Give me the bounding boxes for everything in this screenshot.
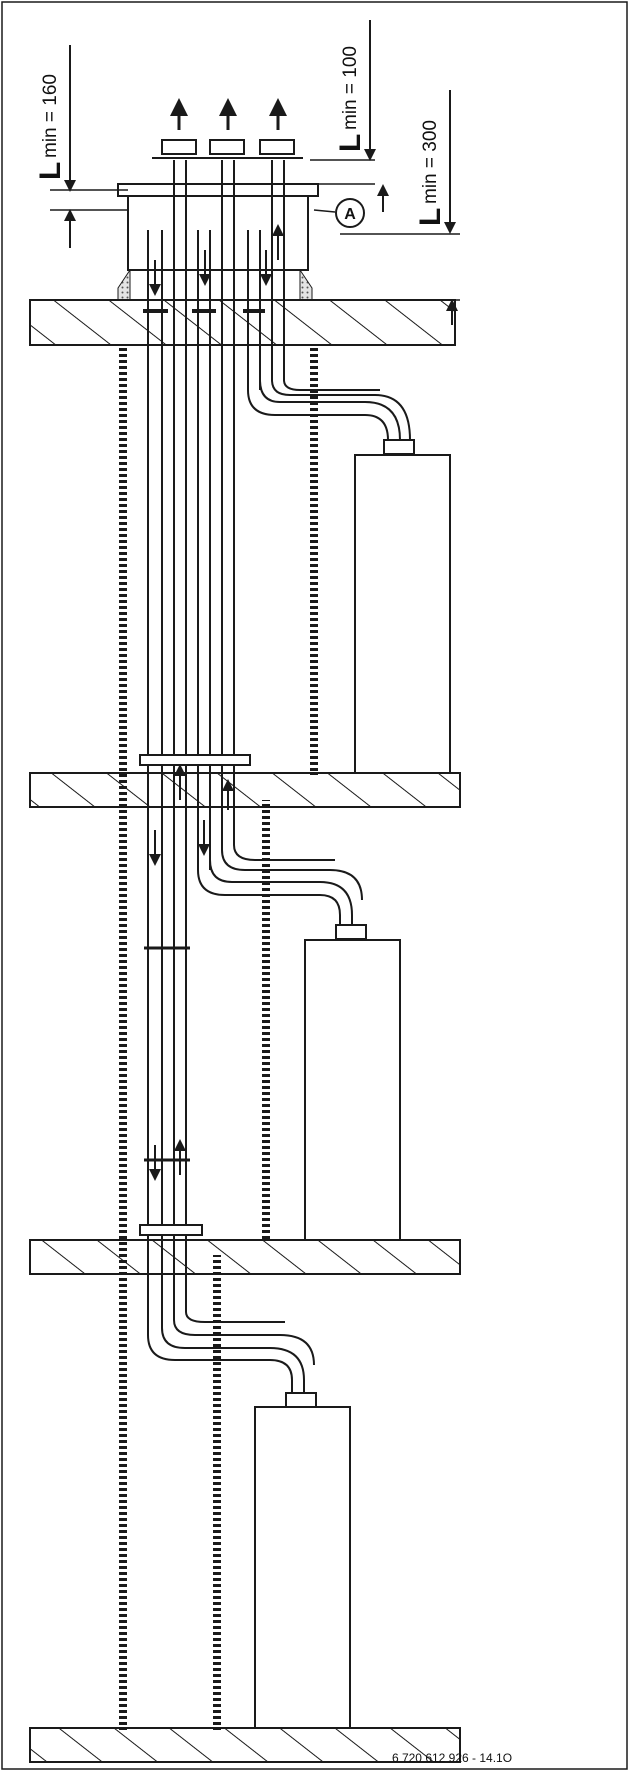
- elbow-connector-top: [247, 379, 415, 455]
- dimension-value: min = 300: [420, 120, 441, 204]
- dimension-label-min-160: L min = 160: [34, 74, 67, 180]
- marker-a: A: [313, 198, 365, 228]
- floor-slab-3: [29, 1727, 461, 1763]
- boiler-unit-top: [354, 454, 451, 774]
- dimension-label-min-100: L min = 100: [334, 46, 367, 152]
- dimension-value: min = 160: [40, 74, 61, 158]
- floor-slab-1: [29, 772, 461, 808]
- exhaust-arrows: [170, 98, 287, 130]
- dimension-arrows: [64, 20, 458, 325]
- dimension-letter: L: [414, 208, 447, 226]
- dimension-value: min = 100: [340, 46, 361, 130]
- boiler-unit-middle: [304, 939, 401, 1241]
- dimension-lines: [50, 159, 460, 301]
- boiler-unit-bottom: [254, 1406, 351, 1729]
- elbow-connector-middle: [197, 790, 367, 940]
- shaft-walls: [119, 345, 318, 1730]
- flue-pipes: [139, 160, 285, 1245]
- elbow-connector-bottom: [147, 1245, 317, 1408]
- dimension-label-min-300: L min = 300: [414, 120, 447, 226]
- figure-reference: 6 720 612 926 - 14.1O: [392, 1751, 512, 1765]
- dimension-letter: L: [34, 162, 67, 180]
- marker-a-label: A: [344, 206, 356, 223]
- flow-arrows: [149, 224, 284, 1181]
- floor-slab-2: [29, 1239, 461, 1275]
- roof-slab: [29, 268, 456, 346]
- dimension-letter: L: [334, 134, 367, 152]
